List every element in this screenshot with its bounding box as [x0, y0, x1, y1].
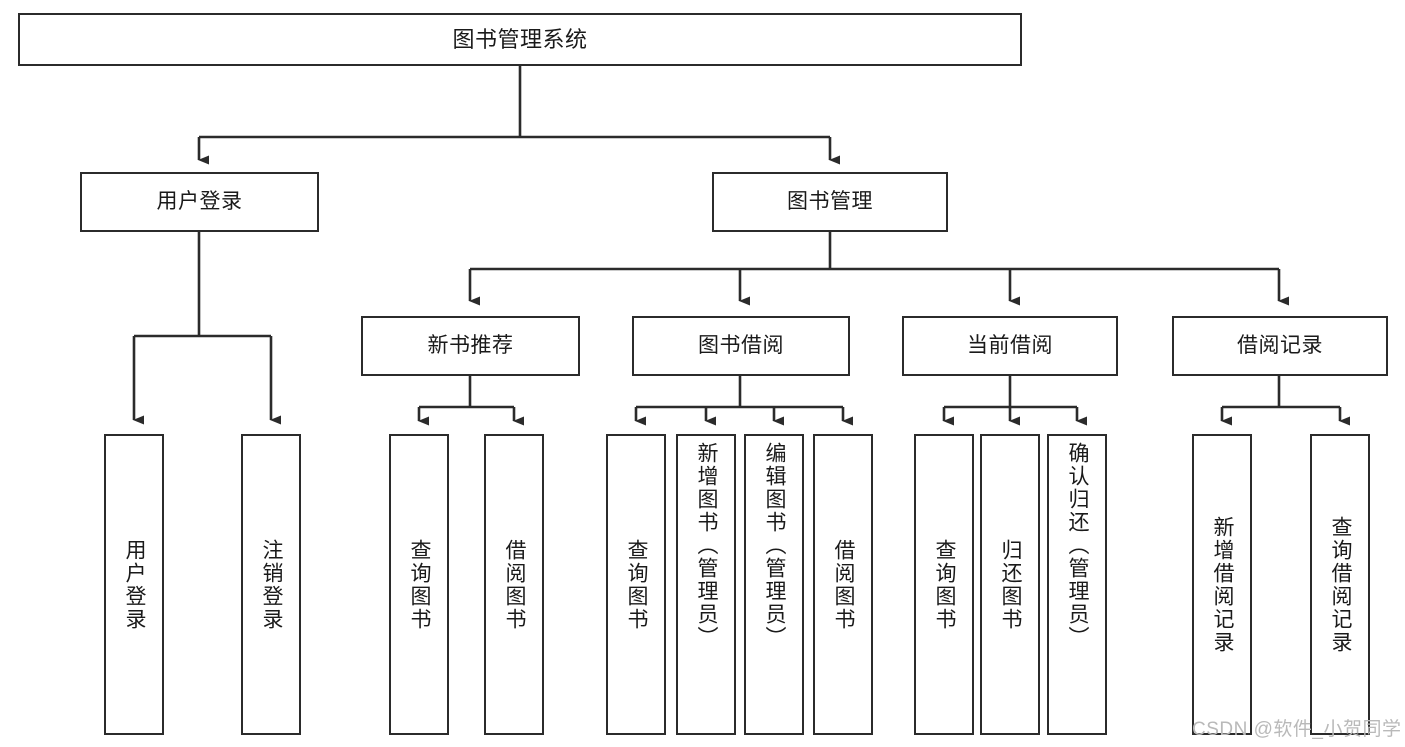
- leaf-return-book[interactable]: 归还图书: [980, 434, 1040, 735]
- node-label: 编辑图书（管理员）: [763, 442, 787, 649]
- node-label: 图书借阅: [698, 333, 784, 357]
- node-label: 查询图书: [408, 538, 432, 631]
- node-current-borrow[interactable]: 当前借阅: [902, 316, 1118, 376]
- leaf-query-borrow-record[interactable]: 查询借阅记录: [1310, 434, 1370, 735]
- leaf-query-book-current[interactable]: 查询图书: [914, 434, 974, 735]
- csdn-watermark: CSDN @软件_小贺同学: [1192, 719, 1402, 740]
- node-label: 用户登录: [156, 189, 243, 213]
- node-label: 查询图书: [933, 538, 957, 631]
- leaf-add-book-admin[interactable]: 新增图书（管理员）: [676, 434, 736, 735]
- node-label: 确认归还（管理员）: [1066, 442, 1090, 649]
- node-label: 新增借阅记录: [1211, 515, 1235, 654]
- leaf-query-book-new[interactable]: 查询图书: [389, 434, 449, 735]
- node-label: 归还图书: [999, 538, 1023, 631]
- node-label: 查询借阅记录: [1329, 515, 1353, 654]
- node-label: 新书推荐: [427, 333, 514, 357]
- leaf-add-borrow-record[interactable]: 新增借阅记录: [1192, 434, 1252, 735]
- node-label: 图书管理: [787, 189, 873, 213]
- node-user-login[interactable]: 用户登录: [80, 172, 319, 232]
- node-borrow-record[interactable]: 借阅记录: [1172, 316, 1388, 376]
- leaf-user-logout[interactable]: 注销登录: [241, 434, 301, 735]
- leaf-borrow-book[interactable]: 借阅图书: [813, 434, 873, 735]
- leaf-query-book-borrow[interactable]: 查询图书: [606, 434, 666, 735]
- node-label: 借阅图书: [832, 538, 856, 631]
- leaf-borrow-book-new[interactable]: 借阅图书: [484, 434, 544, 735]
- node-label: 查询图书: [625, 538, 649, 631]
- node-label: 新增图书（管理员）: [695, 442, 719, 649]
- node-new-book-recommend[interactable]: 新书推荐: [361, 316, 580, 376]
- node-label: 当前借阅: [967, 333, 1053, 357]
- node-label: 注销登录: [260, 538, 284, 631]
- leaf-edit-book-admin[interactable]: 编辑图书（管理员）: [744, 434, 804, 735]
- leaf-confirm-return-admin[interactable]: 确认归还（管理员）: [1047, 434, 1107, 735]
- node-label: 借阅图书: [503, 538, 527, 631]
- node-label: 用户登录: [123, 538, 147, 631]
- node-book-management[interactable]: 图书管理: [712, 172, 948, 232]
- node-root-system[interactable]: 图书管理系统: [18, 13, 1022, 66]
- node-label: 图书管理系统: [452, 26, 588, 52]
- leaf-user-login[interactable]: 用户登录: [104, 434, 164, 735]
- node-book-borrow[interactable]: 图书借阅: [632, 316, 850, 376]
- node-label: 借阅记录: [1237, 333, 1323, 357]
